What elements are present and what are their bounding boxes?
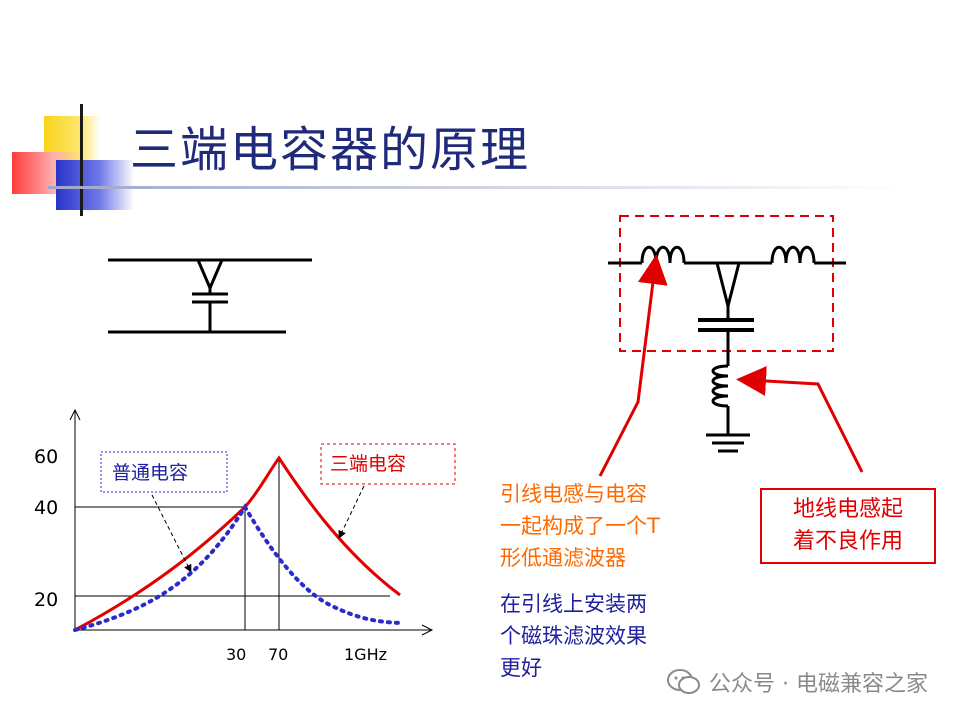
x-tick-30: 30 — [226, 645, 246, 664]
x-tick-70: 70 — [268, 645, 288, 664]
note-line: 形低通滤波器 — [500, 546, 626, 570]
arrow-to-ground-inductor — [736, 366, 864, 473]
title-decoration-blue — [56, 160, 134, 210]
inductor-right — [770, 245, 816, 264]
y-tick-20: 20 — [34, 589, 58, 611]
legend-plain-label: 普通电容 — [112, 462, 188, 484]
note-line: 地线电感起 — [792, 497, 903, 522]
wechat-icon — [667, 669, 701, 694]
ferrite-tip-note: 在引线上安装两 个磁珠滤波效果 更好 — [500, 588, 647, 684]
legend-plain-pointer — [151, 494, 192, 573]
note-line: 一起构成了一个T — [500, 514, 660, 538]
note-line: 更好 — [500, 656, 542, 680]
x-axis-arrowhead — [421, 624, 434, 636]
plain-capacitor-schematic — [108, 258, 312, 334]
series-three-terminal — [74, 455, 401, 632]
series-plain — [73, 503, 402, 632]
note-line: 引线电感与电容 — [500, 482, 647, 506]
y-axis-arrowhead — [69, 408, 81, 421]
note-line: 着不良作用 — [792, 529, 903, 554]
legend-three-terminal-label: 三端电容 — [330, 453, 406, 475]
ground-inductor — [711, 364, 729, 408]
note-line: 在引线上安装两 — [500, 592, 647, 616]
y-tick-40: 40 — [34, 497, 58, 519]
lead-inductance-note: 引线电感与电容 一起构成了一个T 形低通滤波器 — [500, 478, 660, 574]
legend-three-terminal-pointer — [338, 485, 365, 539]
title-decoration-vline — [80, 104, 83, 216]
y-tick-60: 60 — [34, 446, 58, 468]
arrow-to-lead-inductor — [598, 254, 668, 477]
watermark: 公众号 · 电磁兼容之家 — [667, 666, 928, 698]
insertion-loss-chart: 60 40 20 30 70 1GHz 普通电容 三端电容 — [34, 408, 456, 664]
watermark-text: 公众号 · 电磁兼容之家 — [709, 672, 928, 697]
ground-inductance-note: 地线电感起 着不良作用 — [760, 488, 936, 564]
legend-three-terminal-box — [320, 443, 456, 485]
note-line: 个磁珠滤波效果 — [500, 624, 647, 648]
t-filter-schematic — [608, 215, 846, 453]
inductor-left — [640, 245, 686, 264]
legend-plain-box — [100, 451, 228, 493]
title-underline — [48, 186, 908, 189]
x-tick-1ghz: 1GHz — [344, 645, 387, 664]
slide-title: 三端电容器的原理 — [130, 122, 531, 178]
